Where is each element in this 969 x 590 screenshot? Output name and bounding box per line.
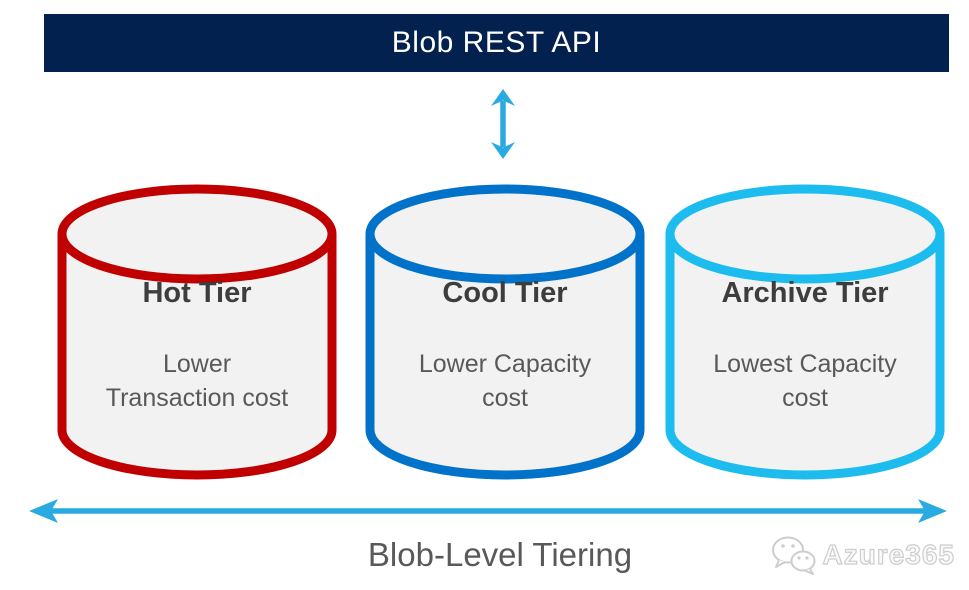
header-title: Blob REST API — [391, 26, 602, 59]
tier-description: Lower Transaction cost — [57, 347, 337, 415]
tier-description-line2: Transaction cost — [105, 384, 289, 412]
vertical-arrow-head-down — [491, 142, 515, 159]
cylinder-shape — [365, 184, 645, 480]
tier-description-line2: cost — [782, 384, 828, 412]
cylinder-body — [365, 234, 645, 480]
tier-description-line2: cost — [482, 384, 528, 412]
cylinder-shape — [57, 184, 337, 480]
tier-cylinder-archive: Archive Tier Lowest Capacity cost — [665, 183, 945, 481]
horizontal-arrow-head-left — [29, 499, 58, 523]
tier-title: Cool Tier — [442, 277, 568, 309]
cylinder-body — [665, 234, 945, 480]
watermark-text: Azure365 — [822, 538, 955, 570]
tier-title: Archive Tier — [721, 277, 889, 309]
wechat-icon — [772, 536, 816, 575]
double-arrow-horizontal-icon — [29, 499, 947, 523]
double-arrow-vertical-icon — [491, 89, 515, 159]
vertical-arrow-head-up — [491, 89, 515, 106]
cylinder-shape — [665, 184, 945, 480]
blob-rest-api-header: Blob REST API — [44, 14, 949, 72]
tier-description: Lowest Capacity cost — [665, 347, 945, 415]
tier-cylinder-hot: Hot Tier Lower Transaction cost — [57, 183, 337, 481]
horizontal-arrow-head-right — [918, 499, 947, 523]
tier-description: Lower Capacity cost — [365, 347, 645, 415]
blob-level-tiering-label: Blob-Level Tiering — [367, 536, 633, 573]
tier-description-line1: Lower — [162, 350, 232, 378]
tier-description-line1: Lower Capacity — [418, 350, 592, 378]
tier-cylinder-cool: Cool Tier Lower Capacity cost — [365, 183, 645, 481]
tier-title: Hot Tier — [142, 277, 252, 309]
tier-description-line1: Lowest Capacity — [713, 350, 897, 378]
watermark: Azure365 — [769, 534, 955, 576]
cylinder-top — [665, 184, 945, 284]
cylinder-top — [365, 184, 645, 284]
cylinder-body — [57, 234, 337, 480]
cylinder-top — [57, 184, 337, 284]
